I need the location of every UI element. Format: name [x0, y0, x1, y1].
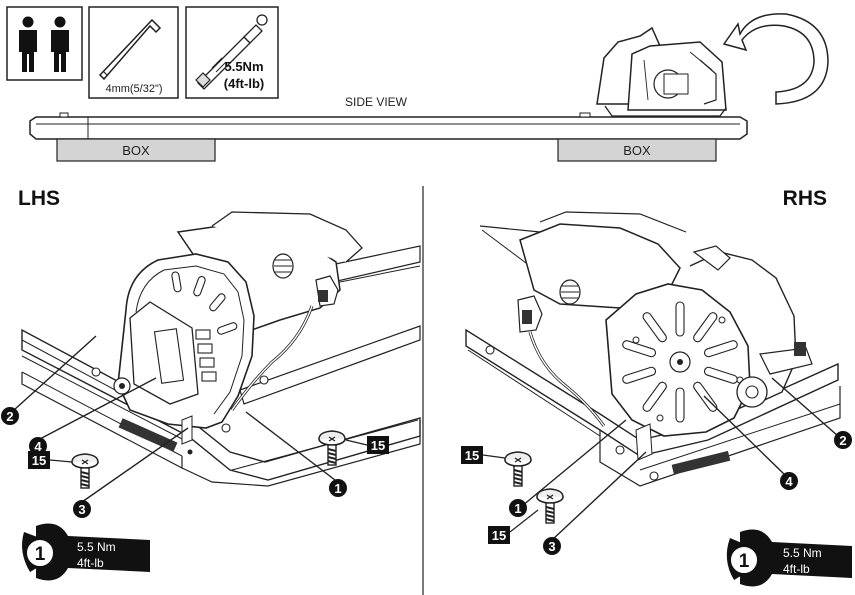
- wrench-icon: [25, 538, 55, 568]
- two-people-icon: [6, 6, 83, 81]
- rotate-arrow-icon: [722, 13, 829, 105]
- svg-text:15: 15: [32, 453, 46, 468]
- rhs-screw-lower: [536, 488, 564, 524]
- lhs-screw-left: [71, 453, 99, 489]
- box-left: BOX: [56, 138, 216, 162]
- svg-text:3: 3: [548, 539, 555, 554]
- torque-wrench-tool-box: 5.5Nm (4ft-lb): [185, 6, 279, 99]
- lhs-screw-badge-right: 15: [345, 436, 389, 454]
- lhs-torque-value: 5.5 Nm: [77, 540, 116, 554]
- rhs-screw-badge-lower: 15: [488, 509, 539, 544]
- svg-text:1: 1: [35, 544, 46, 565]
- lhs-callout-4: 4: [29, 437, 47, 455]
- lhs-callout-3: 3: [73, 500, 91, 518]
- rhs-torque-value-alt: 4ft-lb: [783, 562, 810, 576]
- hex-key-tool-box: 4mm(5/32"): [88, 6, 179, 99]
- saw-head-side-view: [596, 26, 727, 117]
- box-right-label: BOX: [623, 143, 651, 158]
- lhs-callout-1: 1: [329, 479, 347, 497]
- hex-key-icon: [98, 18, 162, 81]
- rhs-callout-2: 2: [834, 431, 852, 449]
- side-view-rail: [29, 112, 748, 140]
- svg-text:4: 4: [34, 439, 42, 454]
- hex-key-size-label: 4mm(5/32"): [105, 83, 162, 95]
- box-right: BOX: [557, 138, 717, 162]
- rhs-assembly-drawing: [465, 211, 841, 487]
- rhs-callout-3: 3: [543, 537, 561, 555]
- lhs-torque-spec: 1 5.5 Nm 4ft-lb: [22, 523, 150, 581]
- rhs-heading: RHS: [783, 187, 827, 210]
- lhs-screw-badge-left: 15: [28, 451, 73, 469]
- rhs-screw-upper: [504, 451, 532, 487]
- lhs-torque-value-alt: 4ft-lb: [77, 556, 104, 570]
- svg-text:2: 2: [839, 433, 846, 448]
- wrench-icon: [729, 545, 759, 575]
- rhs-torque-spec: 1 5.5 Nm 4ft-lb: [726, 529, 852, 587]
- svg-text:15: 15: [371, 438, 385, 453]
- svg-text:3: 3: [78, 502, 85, 517]
- rhs-callout-1: 1: [509, 499, 527, 517]
- svg-text:2: 2: [6, 409, 13, 424]
- lhs-heading: LHS: [18, 187, 60, 210]
- svg-text:15: 15: [465, 448, 479, 463]
- svg-text:4: 4: [785, 474, 793, 489]
- rhs-screw-badge-upper: 15: [461, 446, 506, 464]
- svg-text:15: 15: [492, 528, 506, 543]
- rhs-torque-value: 5.5 Nm: [783, 546, 822, 560]
- svg-text:1: 1: [334, 481, 341, 496]
- torque-wrench-value-alt: (4ft-lb): [224, 76, 264, 91]
- svg-text:1: 1: [739, 551, 750, 572]
- torque-wrench-value: 5.5Nm: [224, 59, 263, 74]
- lhs-callout-2: 2: [1, 407, 19, 425]
- torque-wrench-icon: [195, 14, 268, 90]
- rhs-callout-4: 4: [780, 472, 798, 490]
- side-view-label: SIDE VIEW: [345, 95, 408, 109]
- svg-text:1: 1: [514, 501, 521, 516]
- lhs-assembly-drawing: [21, 211, 421, 487]
- box-left-label: BOX: [122, 143, 150, 158]
